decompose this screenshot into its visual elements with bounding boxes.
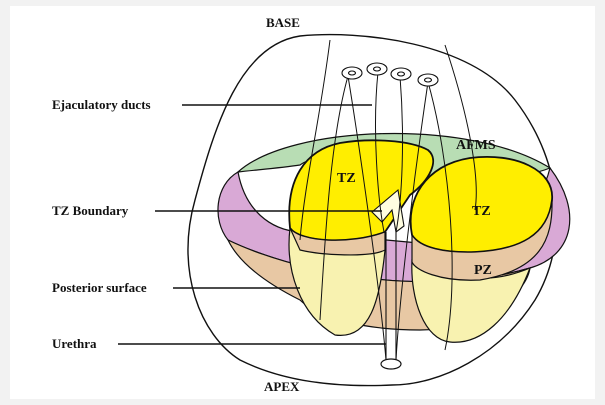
tz-left-zone-label: TZ — [337, 172, 356, 186]
tz-boundary-label: TZ Boundary — [52, 204, 128, 218]
ejaculatory-ducts-label: Ejaculatory ducts — [52, 98, 151, 112]
base-label: BASE — [266, 16, 300, 30]
urethra-opening — [381, 359, 401, 369]
posterior-surface-label: Posterior surface — [52, 281, 147, 295]
urethra-label: Urethra — [52, 337, 97, 351]
tz-right-zone-label: TZ — [472, 205, 491, 219]
afms-zone-label: AFMS — [456, 139, 496, 153]
pz-zone-label: PZ — [474, 264, 492, 278]
apex-label: APEX — [264, 380, 299, 394]
